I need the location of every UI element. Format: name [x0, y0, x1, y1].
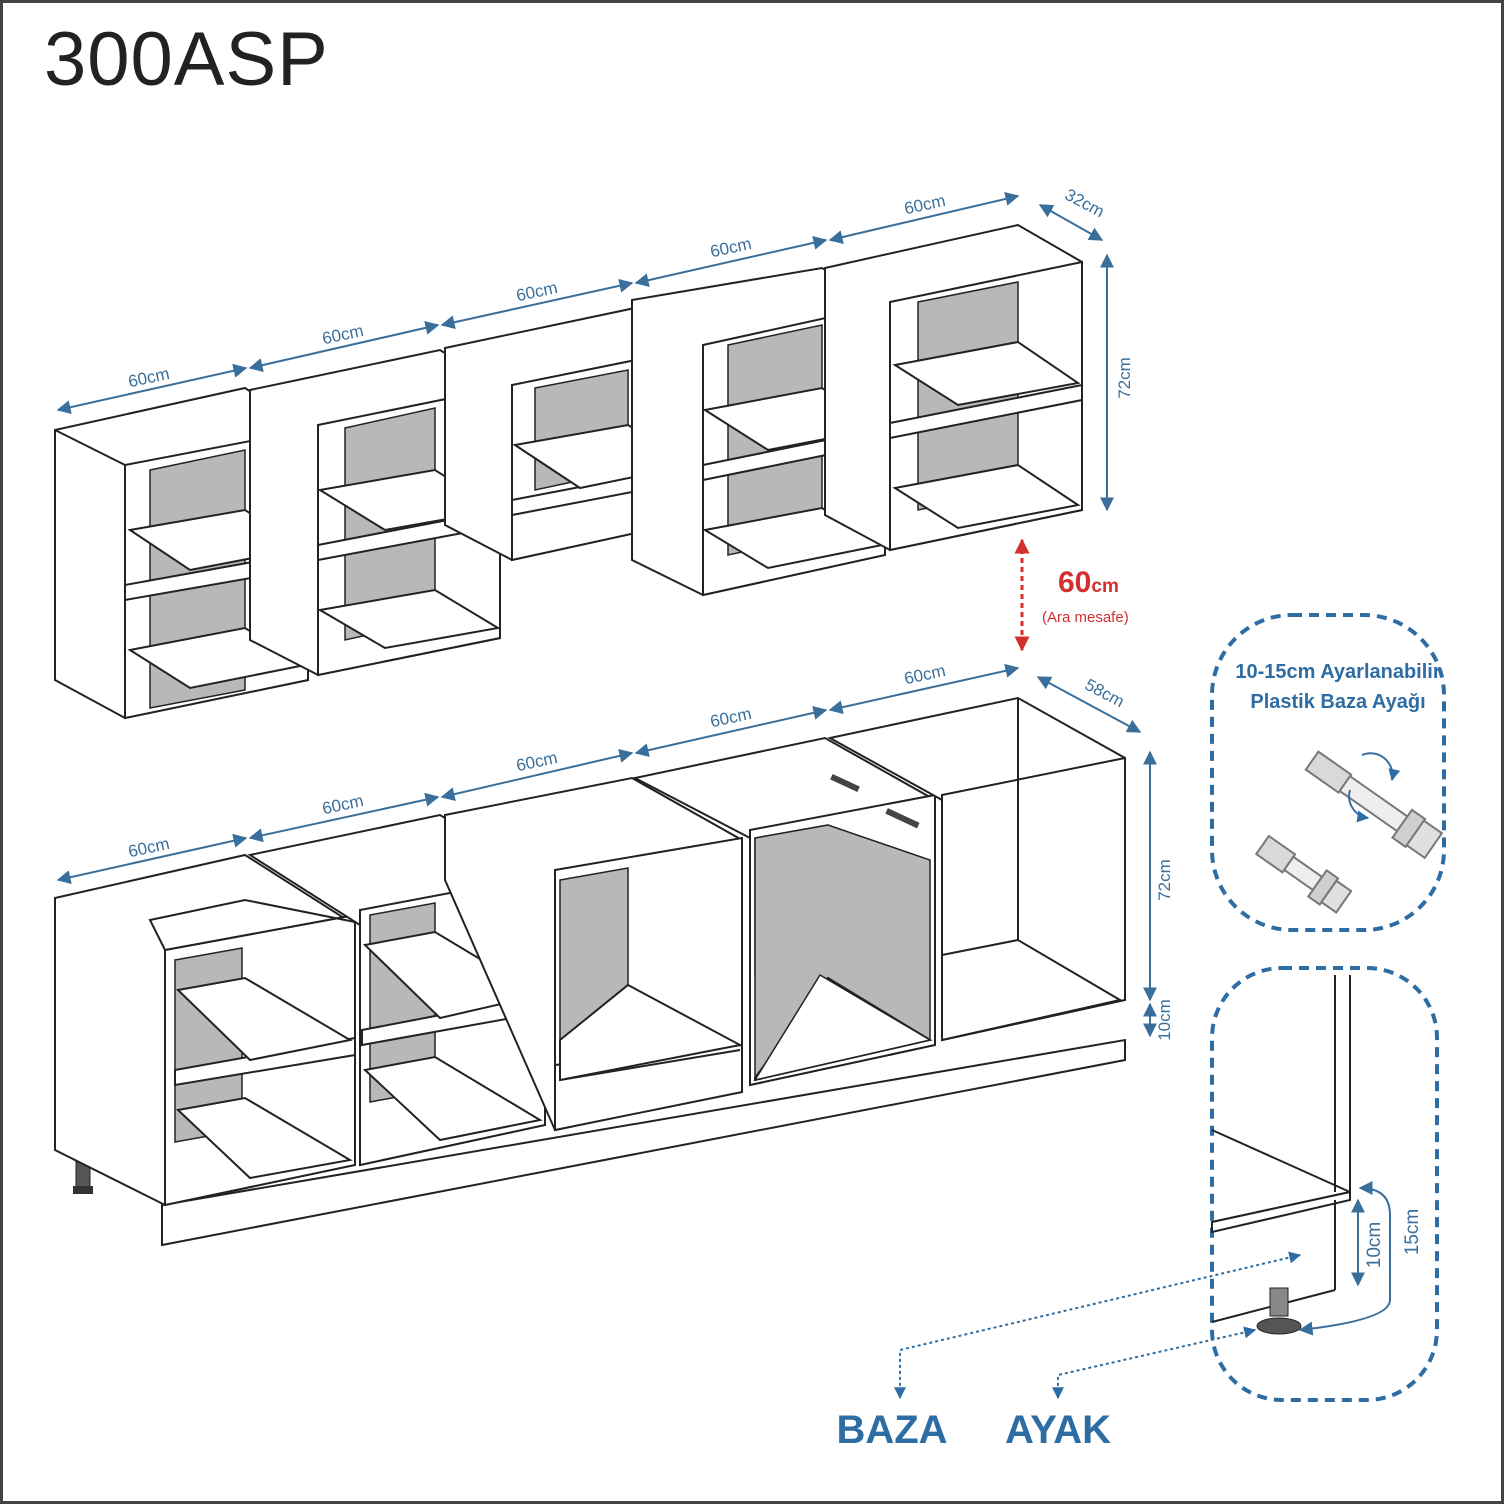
drawer-rail-icon [830, 773, 860, 793]
gap-indicator: 60cm (Ara mesafe) [1014, 538, 1129, 652]
adjustable-leg-short-icon [1254, 834, 1353, 914]
lower-cabinet-1 [54, 853, 356, 1207]
gap-note: (Ara mesafe) [1042, 609, 1129, 626]
lower-cabinet-4 [632, 736, 936, 1087]
plinth-dim-10: 10cm [1364, 1222, 1385, 1268]
leg-detail-callout: 10-15cm Ayarlanabilir Plastik Baza Ayağı [1210, 613, 1446, 932]
label-baza: BAZA [836, 1408, 947, 1452]
lower-cabinet-group [54, 696, 1126, 1247]
upper-depth-label: 32cm [1062, 185, 1108, 221]
gap-value: 60cm [1058, 566, 1119, 599]
leg-detail-title-line1: 10-15cm Ayarlanabilir [1235, 661, 1441, 683]
plinth-panel [161, 1038, 1126, 1247]
plinth-leg-icon [1269, 1287, 1289, 1317]
lower-plinth-label: 10cm [1155, 999, 1174, 1041]
upper-cabinet-group [54, 223, 1083, 720]
adjustable-leg-icon [1304, 750, 1444, 860]
plinth-detail-callout: 10cm 15cm BAZA AYAK [836, 966, 1439, 1452]
product-code-title: 300ASP [44, 17, 329, 102]
upper-cabinet-5 [824, 223, 1083, 552]
lower-cabinet-5 [827, 696, 1126, 1042]
label-ayak: AYAK [1005, 1408, 1111, 1452]
lower-height-label: 72cm [1155, 859, 1174, 901]
lower-depth-label: 58cm [1082, 675, 1128, 711]
leg-detail-title-line2: Plastik Baza Ayağı [1250, 691, 1425, 713]
upper-height-label: 72cm [1115, 357, 1134, 399]
lower-width-label-5: 60cm [903, 661, 948, 688]
plinth-dim-15: 15cm [1402, 1209, 1423, 1255]
lower-cabinet-3-oven [444, 776, 743, 1132]
lower-width-dimensions: 60cm 60cm 60cm 60cm 60cm 58cm 72cm 10cm [56, 661, 1174, 1041]
